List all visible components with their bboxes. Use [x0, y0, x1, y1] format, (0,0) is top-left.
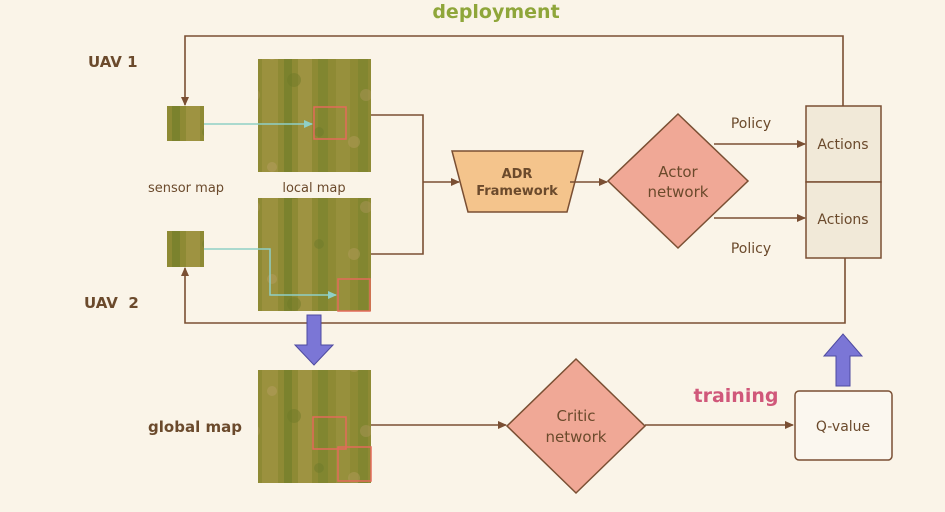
purple-down-arrow [293, 314, 335, 366]
actions-label-top: Actions [817, 137, 868, 153]
local-map-uav1-highlight [313, 106, 347, 140]
actor-network-diamond [606, 112, 750, 250]
critic-label-line2: network [546, 428, 607, 446]
local-map-uav2-highlight [337, 278, 371, 312]
adr-framework-box [451, 150, 584, 213]
local-map-uav2 [258, 198, 371, 311]
qvalue-label: Q-value [816, 419, 870, 435]
critic-network-diamond [505, 357, 647, 495]
sensor-to-local-arrow-2 [204, 248, 337, 299]
qvalue-box [794, 390, 893, 461]
uav1-label: UAV 1 [88, 53, 138, 71]
actor-label-line1: Actor [658, 163, 698, 181]
training-label: training [694, 385, 779, 407]
actions-label-bottom: Actions [817, 212, 868, 228]
deployment-loop-bottom [181, 258, 846, 324]
global-map [258, 370, 371, 483]
global-map-highlight-1 [312, 416, 347, 450]
purple-up-arrow [822, 333, 864, 387]
global-map-highlight-2 [337, 446, 372, 482]
uav2-label: UAV 2 [84, 294, 139, 312]
local-to-merge-connector [371, 114, 424, 255]
sensor-map-uav1 [167, 106, 204, 141]
global-map-label: global map [148, 418, 242, 436]
local-map-label: local map [282, 181, 345, 196]
critic-label-line1: Critic [556, 407, 595, 425]
policy-label-bottom: Policy [731, 241, 771, 257]
actions-box-top [805, 105, 882, 183]
adr-label-line2: Framework [476, 184, 558, 199]
adr-label-line1: ADR [502, 167, 533, 182]
actions-box-bottom [805, 181, 882, 259]
deployment-label: deployment [432, 1, 559, 23]
deployment-loop-top [181, 35, 844, 106]
policy-label-top: Policy [731, 116, 771, 132]
actor-label-line2: network [648, 183, 709, 201]
sensor-map-label: sensor map [148, 181, 224, 196]
sensor-map-uav2 [167, 231, 204, 267]
